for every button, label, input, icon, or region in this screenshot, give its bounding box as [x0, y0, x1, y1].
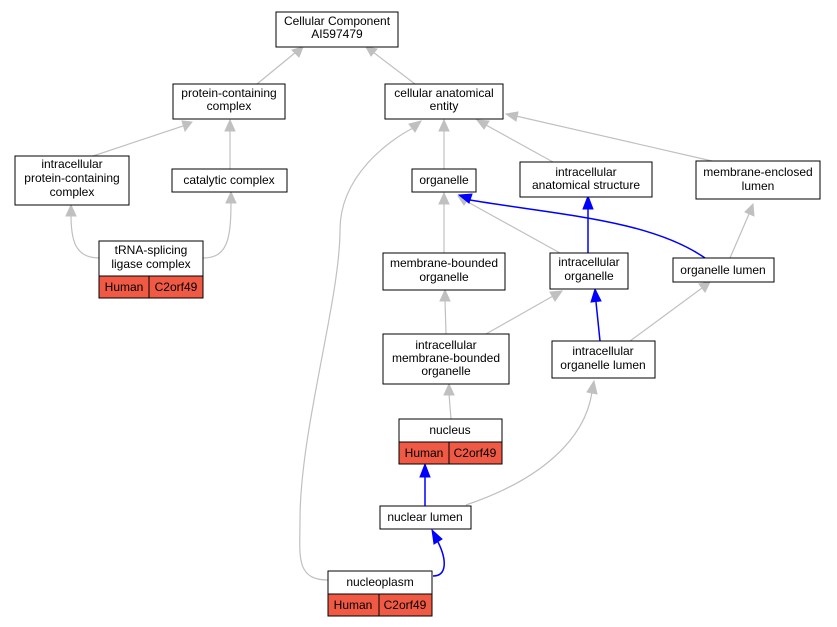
node-membrane-enclosed-lumen[interactable]: membrane-enclosed lumen: [695, 160, 821, 200]
edge-iol-to-ol: [629, 287, 703, 342]
arrowhead: [590, 287, 602, 303]
node-label: intracellular: [555, 165, 616, 179]
annotation-gene-label: C2orf49: [384, 598, 427, 612]
node-organelle-lumen[interactable]: organelle lumen: [672, 257, 775, 283]
arrowhead: [582, 194, 594, 210]
node-label: intracellular: [558, 255, 619, 269]
edge-iol-to-io: [595, 301, 601, 342]
node-label: organelle lumen: [560, 358, 645, 372]
node-label: membrane-bounded: [390, 256, 498, 270]
node-catalytic-complex[interactable]: catalytic complex: [171, 168, 288, 193]
arrowhead: [438, 118, 450, 132]
node-label: protein-containing: [24, 171, 119, 185]
node-label: tRNA-splicing: [115, 243, 188, 257]
arrowhead: [586, 379, 598, 395]
annotation-gene: [148, 275, 204, 299]
edge-nl-to-iol: [465, 391, 593, 506]
edge-ol-to-organelle: [469, 199, 706, 259]
node-label: Cellular Component: [284, 14, 391, 28]
node-nucleus[interactable]: nucleus Human C2orf49: [398, 418, 503, 465]
node-label: organelle: [419, 270, 469, 284]
edge-trna-to-ipc: [70, 214, 100, 259]
node-label: nucleus: [429, 423, 470, 437]
edge-imbo-to-mbo: [444, 299, 447, 335]
arrowhead: [443, 382, 455, 396]
arrowhead: [181, 120, 193, 133]
edge-cae-to-root: [372, 51, 416, 85]
node-label: protein-containing: [181, 86, 276, 100]
arrowhead: [291, 46, 304, 58]
annotation-gene-label: C2orf49: [454, 446, 497, 460]
arrowhead: [438, 191, 450, 205]
node-label: lumen: [742, 179, 775, 193]
annotation-species-label: Human: [405, 446, 444, 460]
edge-nucleus-to-imbo: [448, 393, 452, 420]
node-label: complex: [50, 185, 95, 199]
node-nuclear-lumen[interactable]: nuclear lumen: [379, 505, 472, 530]
node-label: nuclear lumen: [387, 510, 462, 524]
node-intracellular-organelle-lumen[interactable]: intracellular organelle lumen: [551, 340, 656, 379]
edge-ipc-to-pc: [89, 125, 184, 158]
arrowhead: [419, 462, 431, 478]
arrowhead: [225, 190, 237, 204]
node-label: organelle: [564, 269, 614, 283]
arrowhead: [439, 288, 451, 302]
nodes: Cellular Component AI597479 protein-cont…: [14, 11, 821, 617]
node-label: intracellular: [41, 157, 102, 171]
node-label: cellular anatomical: [394, 86, 493, 100]
node-label: membrane-bounded: [392, 351, 500, 365]
node-label: organelle lumen: [680, 263, 765, 277]
edge-protein-complex-to-root: [256, 51, 297, 85]
node-label: membrane-enclosed: [703, 165, 812, 179]
arrowhead: [475, 119, 490, 130]
annotation-species-label: Human: [105, 280, 144, 294]
node-label: anatomical structure: [532, 178, 640, 192]
node-intracellular-protein-containing-complex[interactable]: intracellular protein-containing complex: [14, 155, 130, 206]
arrowhead: [65, 203, 77, 217]
node-intracellular-anatomical-structure[interactable]: intracellular anatomical structure: [519, 161, 653, 198]
edge-np-to-cae: [299, 127, 414, 581]
node-label: entity: [430, 99, 459, 113]
edge-imbo-to-io: [485, 295, 554, 335]
node-root[interactable]: Cellular Component AI597479: [275, 11, 399, 48]
node-label: ligase complex: [111, 257, 190, 271]
node-nucleoplasm[interactable]: nucleoplasm Human C2orf49: [327, 570, 433, 617]
node-label: catalytic complex: [183, 173, 274, 187]
node-organelle[interactable]: organelle: [411, 168, 477, 193]
arrowhead: [744, 202, 755, 217]
annotation-species-label: Human: [334, 598, 373, 612]
node-label: nucleoplasm: [346, 575, 413, 589]
annotation-gene-label: C2orf49: [155, 280, 198, 294]
node-intracellular-membrane-bounded-organelle[interactable]: intracellular membrane-bounded organelle: [382, 333, 510, 385]
arrowhead: [224, 118, 236, 132]
arrowhead: [549, 290, 564, 302]
edge-trna-to-cat: [202, 201, 232, 259]
edge-ias-to-cae: [485, 124, 554, 163]
node-trna-splicing-ligase-complex[interactable]: tRNA-splicing ligase complex Human C2orf…: [98, 240, 204, 299]
arrowhead: [504, 111, 519, 122]
arrowhead: [365, 46, 378, 57]
node-label: AI597479: [311, 27, 363, 41]
edge-ol-to-mel: [729, 213, 750, 259]
node-label: intracellular: [572, 344, 633, 358]
edges: [65, 46, 755, 581]
arrowhead: [457, 193, 473, 204]
edge-np-to-nl: [432, 541, 445, 577]
node-label: organelle: [421, 364, 471, 378]
edge-mel-to-cae: [515, 115, 713, 162]
node-protein-containing-complex[interactable]: protein-containing complex: [172, 83, 286, 120]
node-cellular-anatomical-entity[interactable]: cellular anatomical entity: [384, 83, 504, 120]
arrowhead: [408, 120, 422, 133]
node-membrane-bounded-organelle[interactable]: membrane-bounded organelle: [382, 252, 506, 291]
node-label: complex: [207, 99, 252, 113]
annotation-gene: [378, 593, 433, 617]
annotation-gene: [448, 441, 503, 465]
node-label: organelle: [419, 173, 469, 187]
node-intracellular-organelle[interactable]: intracellular organelle: [549, 252, 629, 290]
arrowhead: [698, 281, 711, 293]
edge-io-to-organelle: [465, 200, 561, 254]
arrowhead: [431, 528, 443, 545]
node-label: intracellular: [415, 338, 476, 352]
